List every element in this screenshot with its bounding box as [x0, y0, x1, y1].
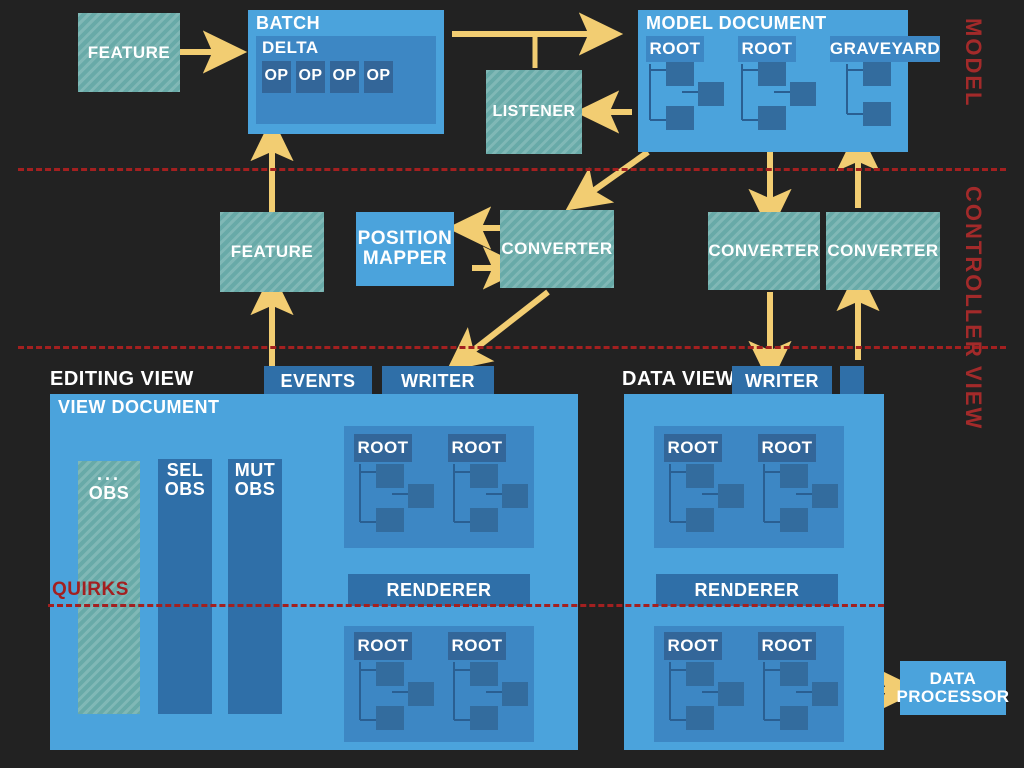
editing-upper-root-tree [359, 464, 434, 532]
model-graveyard-label: GRAVEYARD [830, 35, 940, 62]
data-lower-root-tree [763, 662, 838, 730]
editing-lower-root-tree [453, 662, 528, 730]
editing-lower-tree-container[interactable]: ROOT ROOT [344, 626, 534, 742]
model-graveyard-section[interactable]: GRAVEYARD [830, 35, 940, 137]
editing-upper-tree-container[interactable]: ROOT ROOT [344, 426, 534, 548]
data-upper-tree-container[interactable]: ROOT ROOT [654, 426, 844, 548]
op-box[interactable]: OP [364, 60, 393, 93]
data-lower-tree-container[interactable]: ROOT ROOT [654, 626, 844, 742]
tab-events[interactable]: EVENTS [264, 366, 372, 396]
editing-renderer-box[interactable]: RENDERER [348, 574, 530, 606]
editing-upper-root-tree [453, 464, 528, 532]
op-list: OP OP OP OP [262, 60, 430, 93]
controller-converter-data-down-box[interactable]: CONVERTER [708, 212, 820, 290]
data-lower-root-tree [669, 662, 744, 730]
data-view-title: DATA VIEW [622, 368, 736, 390]
editing-lower-root-label: ROOT [354, 632, 412, 660]
model-root-tree [741, 61, 816, 130]
model-document-label: MODEL DOCUMENT [646, 13, 827, 33]
model-root-section[interactable]: ROOT [738, 35, 822, 137]
observer-generic-line1: ... [96, 464, 121, 484]
observer-generic-box[interactable]: ... OBS [78, 461, 140, 714]
tab-data-writer[interactable]: WRITER [732, 366, 832, 396]
model-document-box[interactable]: MODEL DOCUMENT ROOT ROOT [638, 10, 940, 152]
data-upper-root-label: ROOT [664, 434, 722, 462]
op-box[interactable]: OP [330, 60, 359, 93]
tab-editing-writer[interactable]: WRITER [382, 366, 494, 396]
observer-mut-line1: MUT [234, 460, 276, 480]
data-processor-line2: PROCESSOR [896, 687, 1010, 706]
model-root-tree [649, 61, 724, 130]
editing-view-title: EDITING VIEW [50, 368, 194, 390]
model-feature-box[interactable]: FEATURE [78, 13, 180, 92]
view-document-label: VIEW DOCUMENT [58, 397, 220, 417]
layer-label-view: VIEW [961, 366, 986, 431]
controller-converter-data-up-box[interactable]: CONVERTER [826, 212, 940, 290]
editing-upper-root-label: ROOT [448, 434, 506, 462]
data-renderer-box[interactable]: RENDERER [656, 574, 838, 606]
op-box[interactable]: OP [262, 60, 291, 93]
delta-label: DELTA [262, 37, 319, 57]
controller-feature-box[interactable]: FEATURE [220, 212, 324, 292]
editing-lower-root-tree [359, 662, 434, 730]
data-upper-root-tree [763, 464, 838, 532]
tab-data-blank[interactable] [840, 366, 864, 396]
observer-sel-line2: OBS [164, 478, 206, 499]
observer-sel-line1: SEL [166, 460, 204, 480]
position-mapper-box[interactable]: POSITION MAPPER [356, 212, 454, 286]
editing-lower-root-label: ROOT [448, 632, 506, 660]
data-processor-box[interactable]: DATA PROCESSOR [896, 661, 1009, 715]
divider-quirks [48, 604, 884, 607]
data-upper-root-label: ROOT [758, 434, 816, 462]
quirks-label: QUIRKS [52, 579, 129, 600]
batch-box[interactable]: BATCH DELTA OP OP OP OP [248, 10, 444, 134]
observer-mut-line2: OBS [234, 478, 276, 499]
divider-model-controller [18, 168, 1006, 171]
observer-generic-line2: OBS [88, 482, 130, 503]
model-root-label: ROOT [646, 35, 704, 62]
model-root-label: ROOT [738, 35, 796, 62]
position-mapper-line2: MAPPER [362, 248, 448, 269]
model-document-sections: ROOT ROOT GRAVEYARD [646, 35, 940, 137]
batch-label: BATCH [256, 13, 321, 33]
delta-box[interactable]: DELTA OP OP OP OP [256, 35, 436, 124]
controller-converter-editing-box[interactable]: CONVERTER [500, 210, 614, 288]
data-lower-root-label: ROOT [664, 632, 722, 660]
observer-mut-box[interactable]: MUT OBS [228, 459, 282, 714]
listener-box[interactable]: LISTENER [486, 70, 582, 154]
model-root-section[interactable]: ROOT [646, 35, 730, 137]
position-mapper-line1: POSITION [357, 228, 453, 250]
layer-label-controller: CONTROLLER [961, 186, 986, 359]
layer-label-model: MODEL [961, 18, 986, 108]
editing-upper-root-label: ROOT [354, 434, 412, 462]
divider-controller-view [18, 346, 1006, 349]
observer-sel-box[interactable]: SEL OBS [158, 459, 212, 714]
data-lower-root-label: ROOT [758, 632, 816, 660]
op-box[interactable]: OP [296, 60, 325, 93]
data-upper-root-tree [669, 464, 744, 532]
model-graveyard-tree [846, 61, 891, 126]
arrow-model-document-to-converter [565, 149, 650, 211]
data-processor-line1: DATA [929, 669, 977, 689]
